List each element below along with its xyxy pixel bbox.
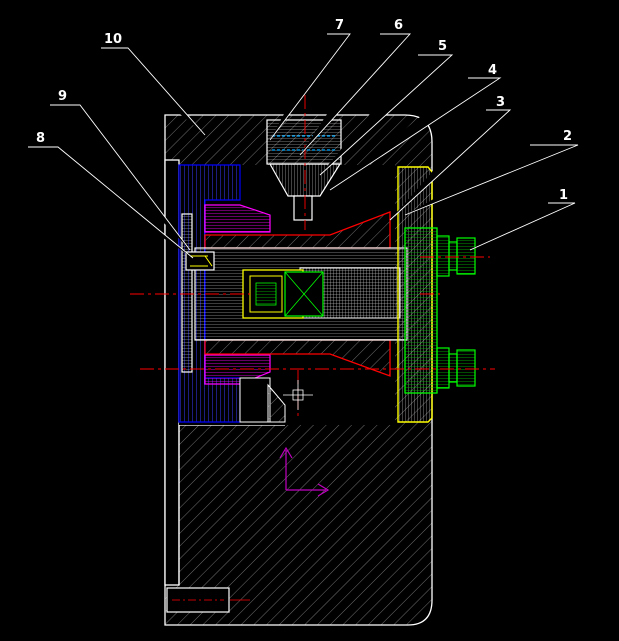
leader-lines	[28, 33, 579, 259]
callout-10: 10	[104, 32, 122, 47]
callout-9: 9	[58, 89, 67, 104]
callout-5: 5	[438, 39, 447, 54]
green-plate-part	[404, 227, 476, 394]
callout-labels: 1 2 3 4 5 6 7 8 9 10	[36, 18, 572, 203]
left-disc-part	[181, 213, 215, 373]
callout-7: 7	[335, 18, 344, 33]
callout-3: 3	[496, 95, 505, 110]
callout-4: 4	[488, 63, 497, 78]
yellow-insert	[242, 269, 324, 319]
magenta-flange-part	[204, 204, 271, 385]
callout-1: 1	[559, 188, 568, 203]
ucs-axis-icon	[279, 446, 330, 497]
callout-6: 6	[394, 18, 403, 33]
callout-8: 8	[36, 131, 45, 146]
lower-cavity	[239, 377, 286, 423]
callout-2: 2	[563, 129, 572, 144]
crosshair-marker	[283, 380, 313, 410]
